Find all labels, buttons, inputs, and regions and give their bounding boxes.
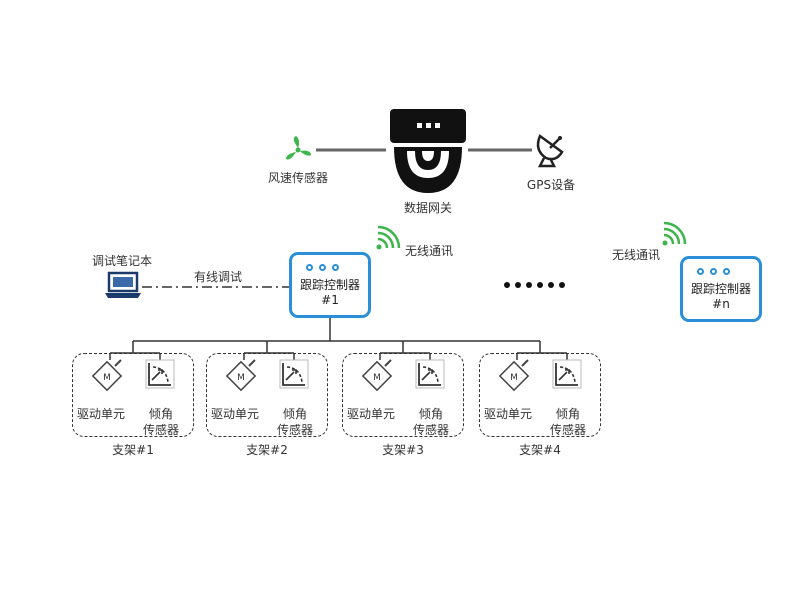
tilt-sensor-label: 倾角传感器 xyxy=(550,407,587,437)
satellite-dish-icon xyxy=(536,134,564,168)
laptop-label: 调试笔记本 xyxy=(91,254,153,268)
wireless-label-1: 无线通讯 xyxy=(405,244,454,258)
bracket-label-4: 支架#4 xyxy=(519,443,561,457)
drive-unit-label: 驱动单元 xyxy=(484,407,533,421)
gps-label: GPS设备 xyxy=(526,178,576,192)
wireless-label-n: 无线通讯 xyxy=(612,248,661,262)
status-dots xyxy=(306,264,339,271)
bracket-group-3: 驱动单元 倾角传感器 xyxy=(342,353,464,437)
controller-n-label: 跟踪控制器#n xyxy=(690,282,751,311)
drive-unit-label: 驱动单元 xyxy=(77,407,126,421)
motor-icon xyxy=(225,359,257,392)
bracket-label-1: 支架#1 xyxy=(112,443,154,457)
gateway-icon xyxy=(390,109,466,193)
drive-unit-label: 驱动单元 xyxy=(211,407,260,421)
wifi-signal-icon xyxy=(662,221,687,246)
controller-n[interactable]: 跟踪控制器#n xyxy=(680,256,762,322)
ellipsis-dots xyxy=(504,282,565,288)
drive-unit-label: 驱动单元 xyxy=(347,407,396,421)
bracket-label-3: 支架#3 xyxy=(382,443,424,457)
gateway-label: 数据网关 xyxy=(403,201,453,215)
controller-1[interactable]: 跟踪控制器#1 xyxy=(289,252,371,318)
bracket-group-4: 驱动单元 倾角传感器 xyxy=(479,353,601,437)
wired-debug-label: 有线调试 xyxy=(193,270,243,284)
wifi-signal-icon xyxy=(376,225,401,250)
bracket-group-2: 驱动单元 倾角传感器 xyxy=(206,353,328,437)
status-dots xyxy=(697,268,730,275)
tilt-sensor-icon xyxy=(415,359,445,389)
tilt-sensor-label: 倾角传感器 xyxy=(277,407,314,437)
laptop-icon xyxy=(105,271,141,298)
tilt-sensor-label: 倾角传感器 xyxy=(143,407,180,437)
tilt-sensor-label: 倾角传感器 xyxy=(413,407,450,437)
bracket-group-1: 驱动单元 倾角传感器 xyxy=(72,353,194,437)
tilt-sensor-icon xyxy=(145,359,175,389)
controller-1-label: 跟踪控制器#1 xyxy=(299,278,360,307)
tilt-sensor-icon xyxy=(552,359,582,389)
motor-icon xyxy=(361,359,393,392)
tilt-sensor-icon xyxy=(279,359,309,389)
motor-icon xyxy=(91,359,123,392)
motor-icon xyxy=(498,359,530,392)
bracket-label-2: 支架#2 xyxy=(246,443,288,457)
wind-turbine-icon xyxy=(286,136,311,160)
wind-sensor-label: 风速传感器 xyxy=(267,171,329,185)
